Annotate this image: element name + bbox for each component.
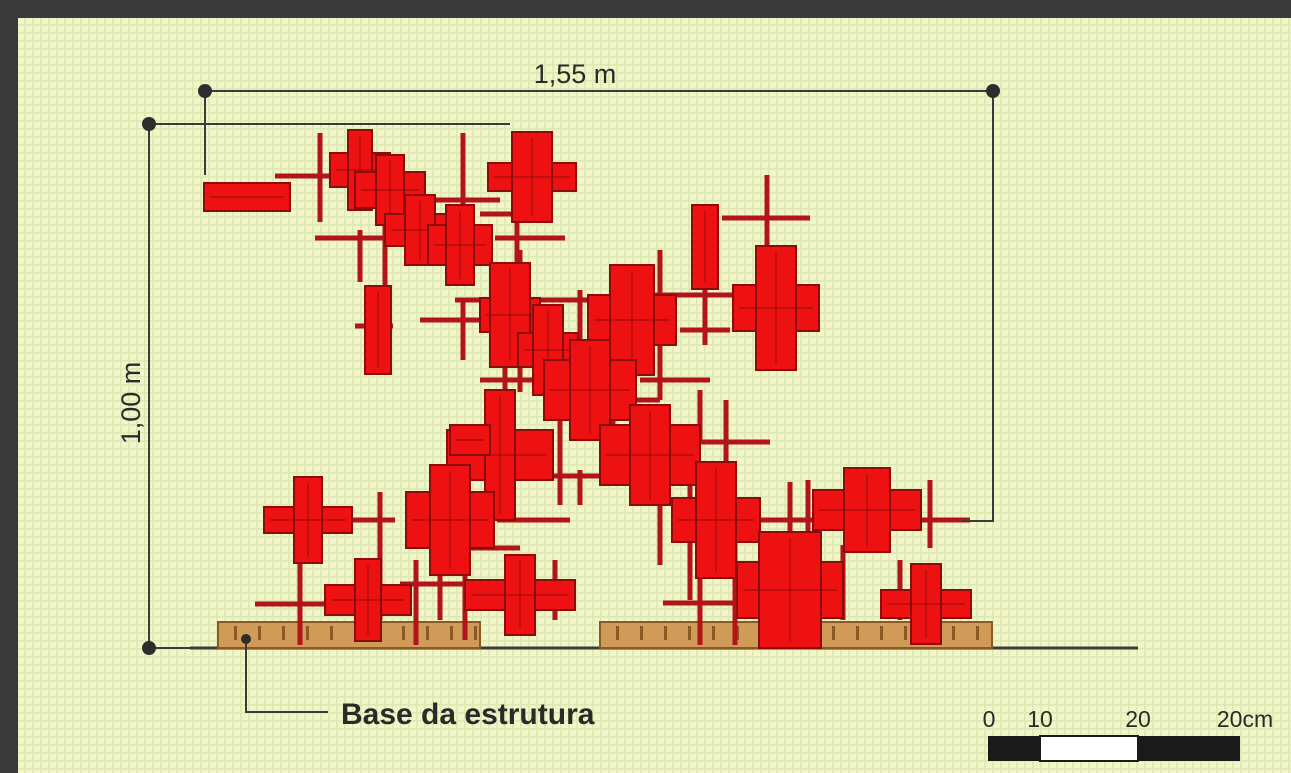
base-notch — [616, 626, 619, 640]
base-notch — [832, 626, 835, 640]
base-notch — [952, 626, 955, 640]
base-leader-line — [245, 639, 328, 713]
scale-tick-20: 20 — [1125, 706, 1151, 732]
height-dimension — [148, 123, 510, 649]
height-dimension-bottom-dot — [142, 641, 156, 655]
base-notch — [976, 626, 979, 640]
scale-segment-1 — [988, 736, 1040, 761]
base-notch — [664, 626, 667, 640]
width-label: 1,55 m — [534, 59, 617, 89]
height-dimension-top-dot — [142, 117, 156, 131]
scale-segment-3 — [1138, 736, 1240, 761]
frame-top — [0, 0, 1291, 18]
base-block — [217, 621, 481, 649]
base-leader-dot — [241, 634, 251, 644]
base-notch — [330, 626, 333, 640]
scale-tick-0: 0 — [983, 706, 996, 732]
base-label: Base da estrutura — [341, 698, 595, 731]
height-label: 1,00 m — [116, 362, 146, 445]
base-notch — [282, 626, 285, 640]
base-notch — [688, 626, 691, 640]
modules — [203, 129, 972, 649]
scale-segment-2 — [1039, 735, 1139, 762]
scale-tick-10: 10 — [1027, 706, 1053, 732]
scale-tick-20cm: 20cm — [1217, 706, 1273, 732]
base-notch — [880, 626, 883, 640]
base-notch — [306, 626, 309, 640]
base-notch — [426, 626, 429, 640]
width-dimension-end-dot — [986, 84, 1000, 98]
base-notch — [258, 626, 261, 640]
base-notch — [474, 626, 477, 640]
base-notch — [640, 626, 643, 640]
base-notch — [856, 626, 859, 640]
base-notch — [712, 626, 715, 640]
base-notch — [450, 626, 453, 640]
base-notch — [234, 626, 237, 640]
width-dimension-start-dot — [198, 84, 212, 98]
base-notch — [904, 626, 907, 640]
base-notch — [402, 626, 405, 640]
frame-left — [0, 0, 18, 773]
structure-base — [217, 621, 993, 649]
scale-bar: 0 10 20 20cm — [983, 706, 1273, 762]
